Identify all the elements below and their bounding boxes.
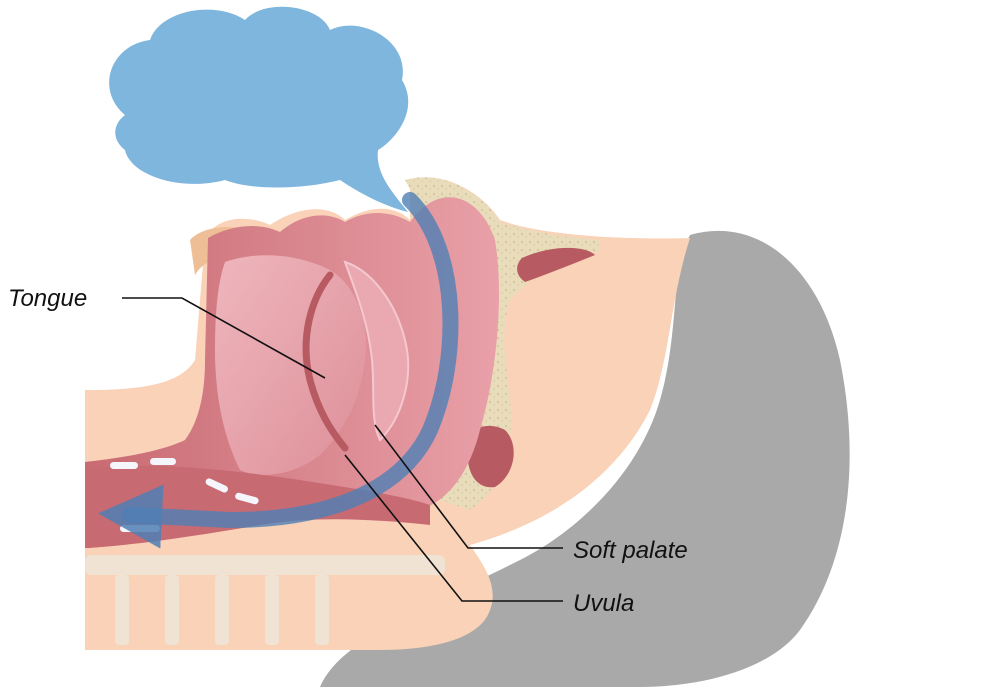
soft-palate-leader-line	[374, 424, 563, 549]
uvula-label: Uvula	[573, 590, 635, 617]
airflow-curved-arrow-icon	[98, 192, 459, 549]
pillow	[320, 230, 850, 687]
tongue-septum	[302, 271, 349, 452]
thought-bubble-cloud-icon	[109, 6, 409, 212]
neck-structure	[85, 555, 445, 645]
tongue-leader-line	[122, 297, 326, 379]
tongue-label: Tongue	[8, 285, 88, 312]
soft-palate-shape	[343, 260, 410, 442]
sinus-pocket	[467, 425, 514, 488]
nasal-cavity	[517, 247, 595, 282]
soft-palate-label: Soft palate	[573, 537, 688, 564]
throat-band	[85, 465, 430, 548]
uvula-leader-line	[344, 454, 563, 602]
